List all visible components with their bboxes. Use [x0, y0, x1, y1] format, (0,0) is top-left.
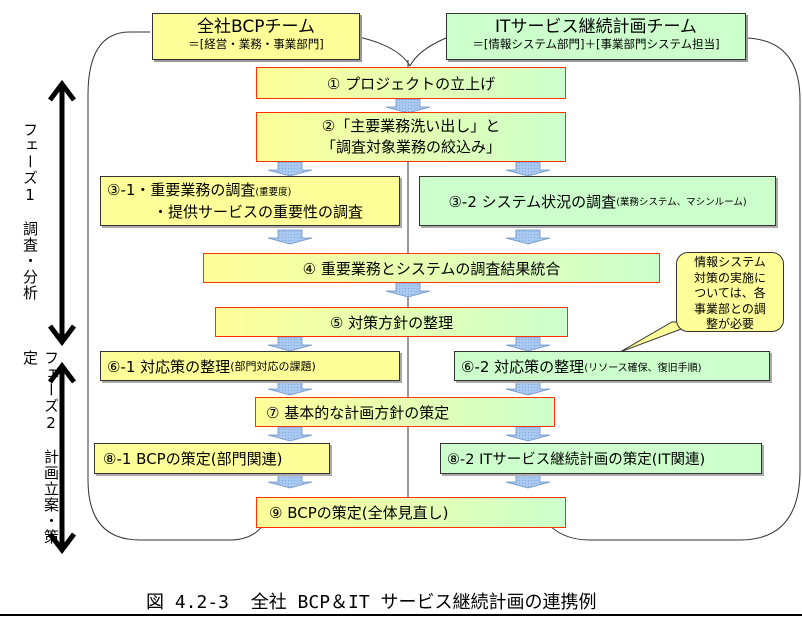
callout-line: 情報システム: [694, 255, 766, 269]
phase-2-label: フェーズ2 計画立案・策定: [21, 350, 60, 545]
flow-arrow-icon: [385, 98, 431, 114]
callout-line: 事業部との調: [694, 301, 766, 316]
flow-arrow-icon: [505, 473, 551, 489]
callout-line: ついては、各: [694, 286, 766, 301]
step-4-label: ④ 重要業務とシステムの調査結果統合: [302, 259, 561, 278]
it-team-title: ITサービス継続計画チーム: [495, 17, 697, 37]
it-team-container: [409, 37, 447, 67]
step-5-label: ⑤ 対策方針の整理: [329, 313, 454, 332]
flow-arrow-icon: [505, 229, 551, 245]
flow-arrow-icon: [267, 336, 313, 352]
step-6-1-note: (部門対応の課題): [230, 360, 316, 373]
flow-arrow-icon: [267, 473, 313, 489]
phase1-arrow: [48, 79, 76, 347]
bcp-team-container: [87, 31, 271, 541]
step-7-label: ⑦ 基本的な計画方針の策定: [266, 403, 450, 422]
step-5-organize-policy: ⑤ 対策方針の整理: [215, 307, 568, 337]
it-team-container-right: [544, 37, 801, 541]
step-2-label-line2: 「調査対象業務の絞込み」: [320, 138, 501, 156]
step-6-1-label: ⑥-1 対応策の整理: [107, 357, 231, 376]
bcp-team-members: ＝[経営・業務・事業部門]: [188, 36, 324, 51]
step-2-identify-business: ②「主要業務洗い出し」と 「調査対象業務の絞込み」: [256, 112, 566, 162]
step-6-2-note: (リソース確保、復旧手順): [584, 362, 702, 374]
step-3-1-label-line1: ③-1・重要業務の調査: [107, 181, 256, 199]
step-2-label-line1: ②「主要業務洗い出し」と: [321, 117, 501, 135]
flow-arrow-icon: [267, 426, 313, 442]
bcp-team-title: 全社BCPチーム: [197, 17, 315, 37]
flow-arrow-icon: [267, 161, 313, 177]
step-3-2-note: (業務システム、マシンルーム): [616, 197, 747, 208]
step-1-label: ① プロジェクトの立上げ: [326, 74, 496, 93]
step-3-1-label-line2: ・提供サービスの重要性の調査: [153, 202, 364, 221]
step-6-2-label: ⑥-2 対応策の整理: [461, 357, 585, 376]
step-8-2-it-continuity: ⑧-2 ITサービス継続計画の策定(IT関連): [440, 443, 762, 474]
flow-arrow-icon: [505, 380, 551, 396]
step-6-1-dept-measures: ⑥-1 対応策の整理(部門対応の課題): [100, 351, 400, 381]
figure-caption: 図 4.2-3 全社 BCP＆IT サービス継続計画の連携例: [146, 592, 597, 613]
step-3-2-label: ③-2 システム状況の調査: [448, 192, 617, 211]
flow-arrow-icon: [505, 426, 551, 442]
step-9-bcp-overall-review: ⑨ BCPの策定(全体見直し): [256, 497, 566, 528]
step-6-2-it-measures: ⑥-2 対応策の整理(リソース確保、復旧手順): [454, 351, 770, 381]
step-8-1-bcp-dept: ⑧-1 BCPの策定(部門関連): [94, 443, 330, 474]
step-3-2-system-survey: ③-2 システム状況の調査(業務システム、マシンルーム): [419, 176, 776, 226]
step-7-basic-plan-policy: ⑦ 基本的な計画方針の策定: [255, 397, 555, 427]
step-8-2-label: ⑧-2 ITサービス継続計画の策定(IT関連): [447, 452, 706, 468]
flow-arrow-icon: [505, 336, 551, 352]
it-team-members: ＝[情報システム部門]＋[事業部門システム担当]: [472, 36, 720, 51]
step-9-label: ⑨ BCPの策定(全体見直し): [269, 504, 449, 522]
flow-arrow-icon: [385, 282, 431, 298]
it-team-header: ITサービス継続計画チーム ＝[情報システム部門]＋[事業部門システム担当]: [446, 13, 746, 60]
step-3-1-business-survey: ③-1・重要業務の調査(重要度) ・提供サービスの重要性の調査: [100, 176, 400, 226]
step-8-1-label: ⑧-1 BCPの策定(部門関連): [103, 450, 283, 468]
phase2-arrow: [48, 361, 76, 555]
step-4-integrate-results: ④ 重要業務とシステムの調査結果統合: [203, 253, 660, 283]
bcp-team-header: 全社BCPチーム ＝[経営・業務・事業部門]: [152, 13, 360, 60]
step-1-project-launch: ① プロジェクトの立上げ: [256, 67, 566, 99]
callout-line: 整が必要: [705, 317, 754, 332]
phase-1-label: フェーズ1 調査・分析: [21, 122, 39, 301]
flow-arrow-icon: [505, 161, 551, 177]
flow-arrow-icon: [267, 229, 313, 245]
callout-coordination-note: 情報システム 対策の実施に ついては、各 事業部との調 整が必要: [676, 252, 784, 332]
callout-line: 対策の実施に: [693, 270, 766, 285]
step-3-1-note: (重要度): [255, 187, 292, 198]
flow-arrow-icon: [267, 380, 313, 396]
